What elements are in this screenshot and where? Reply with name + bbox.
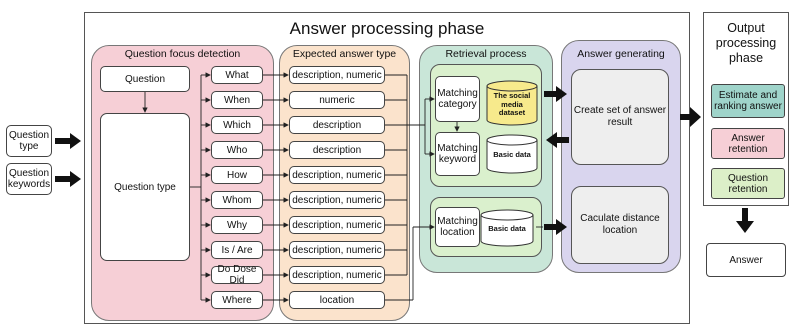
word-is-are: Is / Are xyxy=(211,241,263,259)
word-do-dose-did: Do Dose Did xyxy=(211,264,263,286)
basic-data-label-1: Basic data xyxy=(493,150,531,159)
answer-box: Answer xyxy=(706,243,786,277)
question-box: Question xyxy=(100,66,190,92)
type-who: description xyxy=(289,141,385,159)
answer-generating-title: Answer generating xyxy=(577,48,665,60)
word-whom: Whom xyxy=(211,191,263,209)
matching-keyword-box: Matching keyword xyxy=(435,132,480,176)
main-title: Answer processing phase xyxy=(289,19,485,38)
type-when: numeric xyxy=(289,91,385,109)
question-retention-box: Question retention xyxy=(711,168,785,199)
word-who: Who xyxy=(211,141,263,159)
word-what: What xyxy=(211,66,263,84)
word-where: Where xyxy=(211,291,263,309)
question-type-box: Question type xyxy=(100,113,190,261)
question-focus-title: Question focus detection xyxy=(124,48,241,60)
estimate-ranking-box: Estimate and ranking answer xyxy=(711,84,785,118)
type-where: location xyxy=(289,291,385,309)
retrieval-title: Retrieval process xyxy=(445,48,527,60)
word-how: How xyxy=(211,166,263,184)
word-which: Which xyxy=(211,116,263,134)
type-is-are: description, numeric xyxy=(289,241,385,259)
type-what: description, numeric xyxy=(289,66,385,84)
calculate-distance-box: Caculate distance location xyxy=(571,186,669,264)
word-when: When xyxy=(211,91,263,109)
social-media-dataset-cylinder xyxy=(486,80,538,126)
basic-data-label-2: Basic data xyxy=(488,224,526,233)
type-how: description, numeric xyxy=(289,166,385,184)
matching-category-box: Matching category xyxy=(435,76,480,122)
basic-data-cylinder-2 xyxy=(480,209,534,247)
expected-answer-title: Expected answer type xyxy=(292,48,397,60)
social-media-dataset-label: The social media dataset xyxy=(493,91,531,117)
input-question-keywords: Question keywords xyxy=(6,163,52,195)
word-why: Why xyxy=(211,216,263,234)
type-why: description, numeric xyxy=(289,216,385,234)
type-whom: description, numeric xyxy=(289,191,385,209)
output-title: Output processing phase xyxy=(715,21,777,65)
type-which: description xyxy=(289,116,385,134)
matching-location-box: Matching location xyxy=(435,207,480,247)
input-question-type: Question type xyxy=(6,125,52,157)
type-do-dose-did: description, numeric xyxy=(289,266,385,284)
basic-data-cylinder-1 xyxy=(486,134,538,174)
create-answer-set-box: Create set of answer result xyxy=(571,69,669,165)
answer-retention-box: Answer retention xyxy=(711,128,785,159)
